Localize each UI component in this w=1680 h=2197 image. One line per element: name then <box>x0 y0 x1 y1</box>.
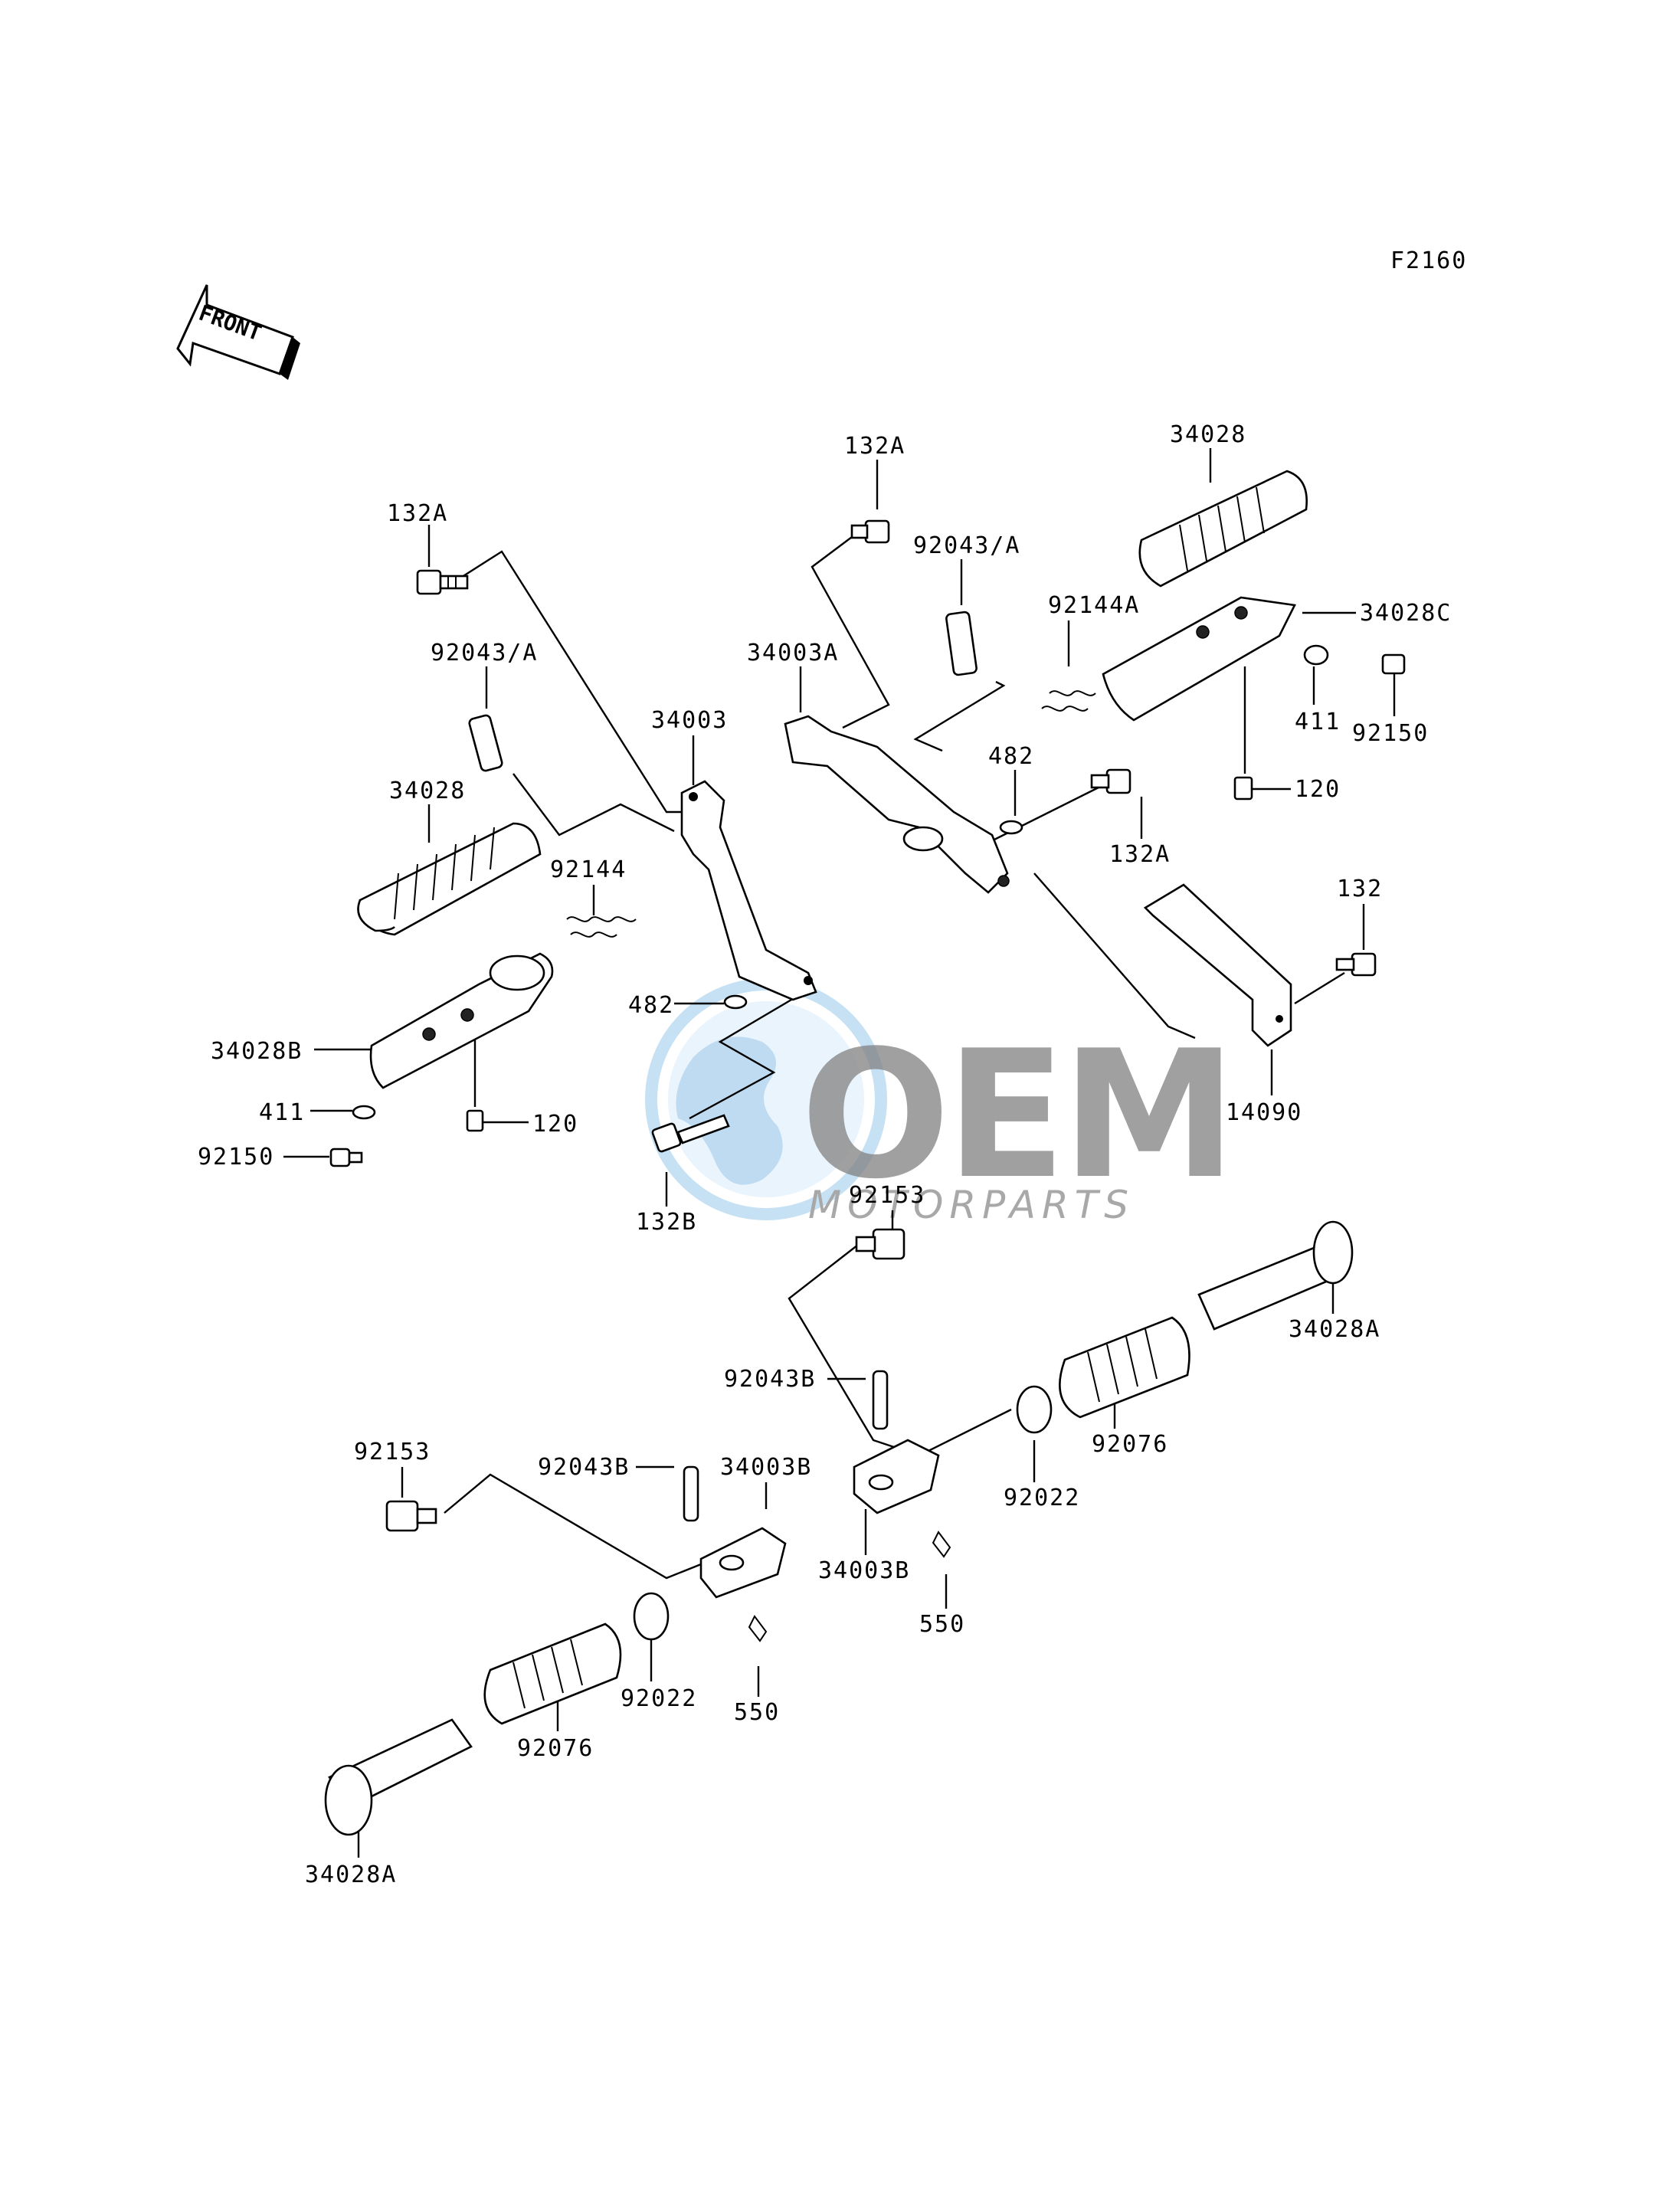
clip-482-left-icon <box>723 994 748 1010</box>
callout-c34: 34003B <box>720 1454 812 1481</box>
watermark: OEM MOTORPARTS <box>645 978 1237 1227</box>
pin-92043b-left-icon <box>683 1465 699 1522</box>
washer-411-right-icon <box>1303 644 1329 666</box>
spring-left-icon <box>566 916 637 938</box>
callout-c03: 34003 <box>651 707 728 734</box>
callout-c29: 92076 <box>1092 1431 1168 1458</box>
footpeg-rubber-right-icon <box>1138 470 1308 588</box>
pin-92043b-right-icon <box>872 1370 889 1430</box>
callout-c14: 34003A <box>747 640 839 666</box>
callout-c13: 92043/A <box>913 532 1020 559</box>
callout-c11: 132B <box>636 1209 697 1236</box>
washer-92022-right-icon <box>1016 1385 1053 1434</box>
callout-c19: 34028C <box>1360 600 1452 627</box>
callout-c37: 92076 <box>517 1735 594 1762</box>
bolt-132a-mid-icon <box>1090 768 1131 794</box>
watermark-brand: OEM <box>801 1013 1233 1218</box>
callout-c12: 132A <box>844 433 905 460</box>
diagram-code: F2160 <box>1390 247 1467 274</box>
clevis-34003b-right-icon <box>853 1439 940 1514</box>
callout-c21: 92150 <box>1352 720 1429 747</box>
callout-c01: 132A <box>387 500 448 527</box>
callout-c06: 34028B <box>211 1038 303 1065</box>
callout-c27: 92043B <box>724 1366 816 1393</box>
callout-c07: 411 <box>259 1099 305 1126</box>
callout-c09: 120 <box>532 1111 578 1138</box>
callout-c32: 92153 <box>354 1439 431 1465</box>
cotter-pin-550-left-icon <box>748 1615 768 1642</box>
peg-34028a-left-icon <box>324 1718 473 1836</box>
bolt-132a-left-icon <box>416 569 469 595</box>
washer-411-left-icon <box>352 1105 376 1120</box>
callout-c04: 34028 <box>389 778 466 804</box>
bolt-132-icon <box>1335 952 1377 977</box>
callout-c15: 92144A <box>1048 592 1140 619</box>
screw-120-left-icon <box>466 1109 484 1132</box>
clip-482-right-icon <box>999 820 1023 835</box>
screw-120-right-icon <box>1233 776 1253 801</box>
grip-92076-right-icon <box>1059 1316 1190 1419</box>
callout-c16: 482 <box>988 743 1034 770</box>
callout-c33: 92043B <box>538 1454 630 1481</box>
callout-c30: 34003B <box>818 1557 910 1584</box>
front-arrow-icon: FRONT <box>176 284 300 380</box>
callout-c25: 92153 <box>849 1182 925 1209</box>
callout-c23: 132 <box>1337 876 1383 902</box>
clevis-34003b-left-icon <box>699 1527 787 1599</box>
callout-c08: 92150 <box>198 1144 274 1171</box>
guard-14090-icon <box>1143 883 1292 1047</box>
parts <box>324 470 1406 1836</box>
callout-c20: 411 <box>1295 709 1341 735</box>
footpeg-rubber-left-icon <box>357 822 542 936</box>
callout-c28: 92022 <box>1004 1485 1080 1511</box>
callout-labels: 132A 92043/A 34003 34028 92144 34028B 41… <box>198 421 1452 1888</box>
bracket-34003-icon <box>680 780 817 1001</box>
callout-c36: 550 <box>734 1699 780 1726</box>
globe-icon <box>645 978 887 1220</box>
peg-34028a-right-icon <box>1197 1220 1354 1331</box>
callout-c24: 14090 <box>1226 1099 1302 1126</box>
callout-c05: 92144 <box>550 856 627 883</box>
spring-right-icon <box>1041 690 1096 712</box>
watermark-sub: MOTORPARTS <box>808 1183 1135 1227</box>
callout-c02: 92043/A <box>431 640 538 666</box>
bolt-92153-left-icon <box>385 1500 437 1532</box>
callout-c38: 34028A <box>305 1861 397 1888</box>
pin-left-icon <box>468 714 503 772</box>
callout-c22: 120 <box>1295 776 1341 803</box>
callout-c10: 482 <box>628 992 674 1019</box>
pin-right-icon <box>945 611 978 676</box>
bolt-132b-icon <box>651 1114 730 1153</box>
footpeg-34028c-icon <box>1102 596 1296 722</box>
screw-92150-left-icon <box>329 1148 363 1167</box>
callout-c26: 34028A <box>1289 1316 1380 1343</box>
screw-92150-right-icon <box>1381 653 1406 675</box>
washer-92022-left-icon <box>633 1592 670 1641</box>
bolt-92153-right-icon <box>855 1228 905 1260</box>
bracket-34003a-icon <box>784 715 1010 894</box>
grip-92076-left-icon <box>483 1622 622 1725</box>
cotter-pin-550-right-icon <box>932 1531 951 1558</box>
callout-c18: 34028 <box>1170 421 1246 448</box>
leader-lines <box>283 448 1396 1858</box>
footpeg-34028b-icon <box>369 952 554 1089</box>
callout-c31: 550 <box>919 1611 965 1638</box>
callout-c35: 92022 <box>621 1685 697 1712</box>
callout-c17: 132A <box>1109 841 1171 868</box>
bolt-132a-top-icon <box>850 519 890 544</box>
